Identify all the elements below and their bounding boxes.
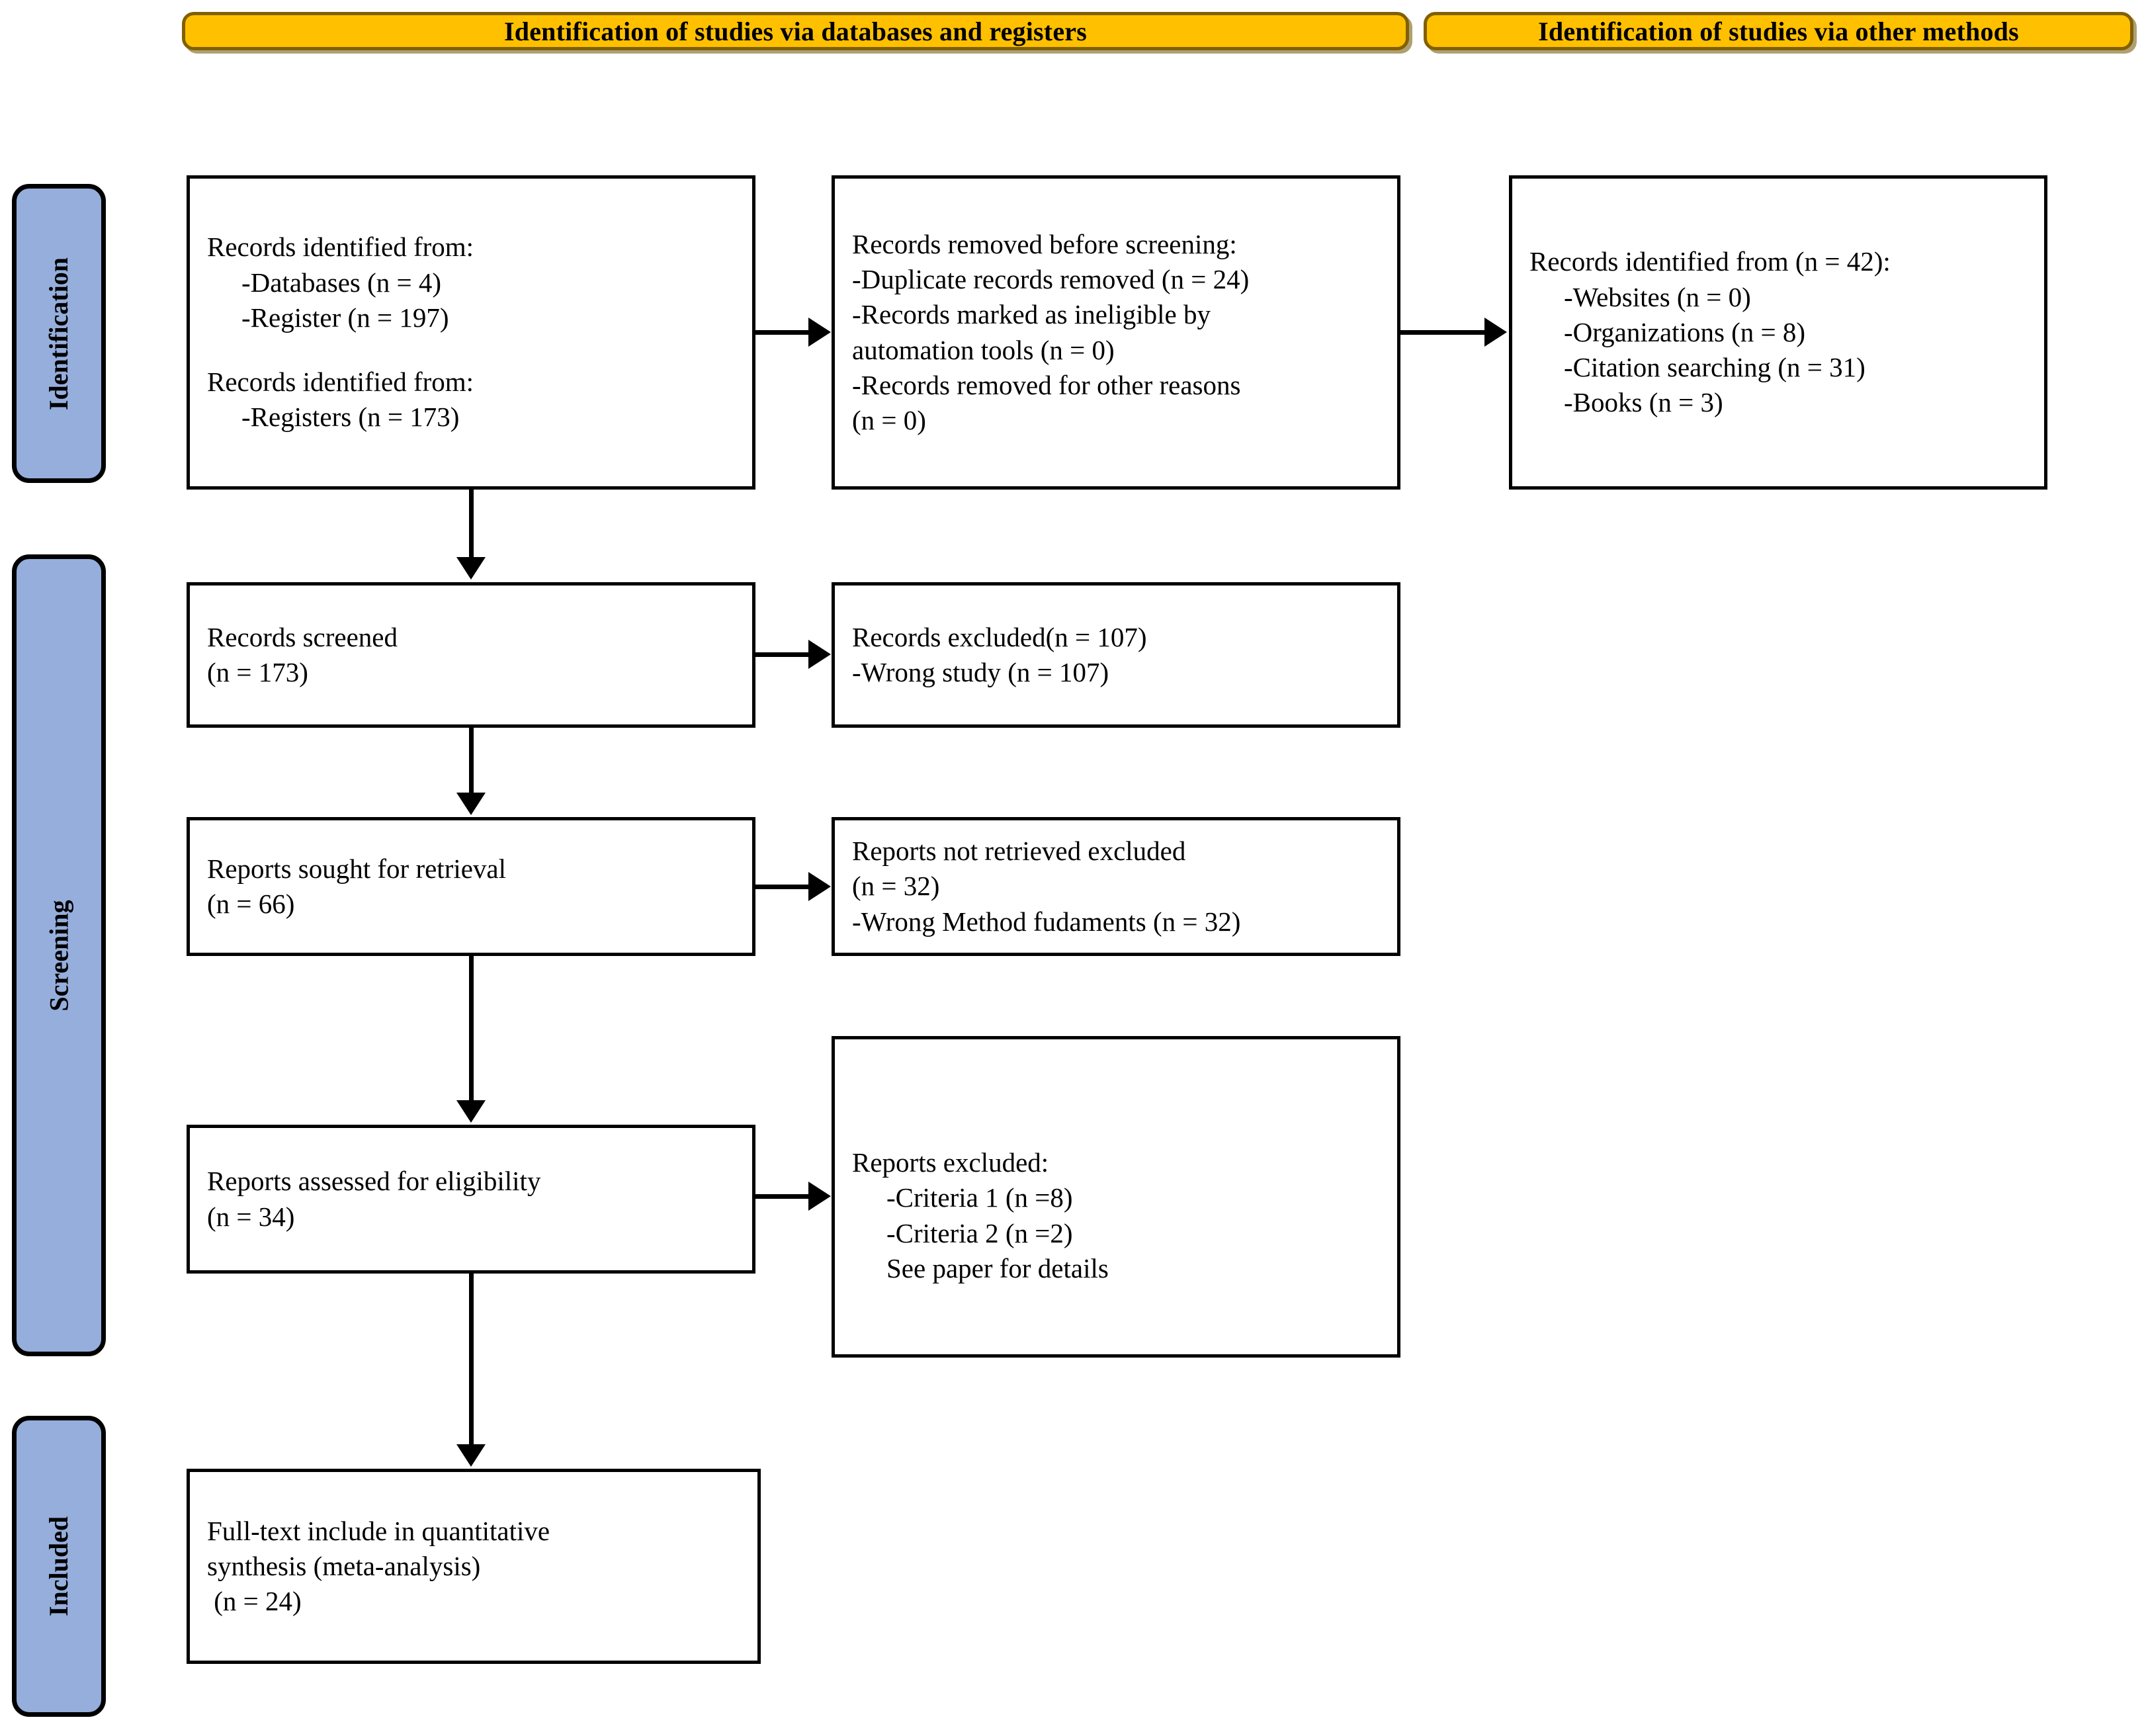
records-screened-line-2: (n = 173) [207, 657, 308, 687]
box-reports-excluded: Reports excluded: -Criteria 1 (n =8) -Cr… [832, 1036, 1400, 1358]
arrowhead-removed-to-other-methods [1484, 318, 1507, 347]
records-removed-heading-em: before screening [1049, 228, 1230, 259]
reports-sought-line-1: Reports sought for retrieval [207, 853, 507, 884]
included-final-line-1: Full-text include in quantitative [207, 1515, 550, 1546]
records-removed-heading: Records removed before screening: [852, 227, 1380, 262]
arrowhead-screened-to-excluded [808, 640, 831, 669]
stage-identification: Identification [12, 184, 106, 483]
connector-identified-to-screened [469, 490, 474, 558]
records-identified-line-5: -Registers (n = 173) [241, 402, 460, 433]
other-methods-line-2: -Websites (n = 0) [1564, 281, 1751, 312]
records-excluded-line-2: -Wrong study (n = 107) [852, 657, 1109, 687]
arrowhead-sought-to-assessed [456, 1100, 486, 1123]
records-removed-line-2: -Records marked as ineligible by [852, 299, 1211, 330]
reports-excluded-line-1: Reports excluded: [852, 1147, 1049, 1178]
records-removed-line-1: -Duplicate records removed (n = 24) [852, 263, 1250, 294]
arrowhead-identified-to-screened [456, 557, 486, 580]
connector-identified-to-removed [755, 330, 811, 335]
header-other-methods: Identification of studies via other meth… [1424, 12, 2133, 50]
arrowhead-screened-to-sought [456, 793, 486, 815]
records-identified-line-2: -Databases (n = 4) [241, 267, 442, 298]
other-methods-line-3: -Organizations (n = 8) [1564, 316, 1806, 347]
connector-assessed-to-excluded [755, 1194, 811, 1199]
connector-sought-to-assessed [469, 956, 474, 1102]
connector-assessed-to-included [469, 1274, 474, 1446]
box-reports-not-retrieved: Reports not retrieved excluded (n = 32) … [832, 817, 1400, 956]
header-databases-registers: Identification of studies via databases … [182, 12, 1409, 50]
box-records-screened: Records screened (n = 173) [187, 582, 755, 728]
other-methods-line-4: -Citation searching (n = 31) [1564, 352, 1865, 383]
other-methods-line-1: Records identified from (n = 42): [1529, 246, 1891, 277]
records-excluded-line-1: Records excluded(n = 107) [852, 621, 1147, 652]
box-records-identified: Records identified from: -Databases (n =… [187, 175, 755, 490]
records-screened-line-1: Records screened [207, 621, 398, 652]
box-other-methods-identified: Records identified from (n = 42): -Websi… [1509, 175, 2047, 490]
included-final-line-3: (n = 24) [207, 1586, 302, 1617]
stage-screening: Screening [12, 554, 106, 1356]
arrowhead-assessed-to-included [456, 1444, 486, 1467]
reports-sought-line-2: (n = 66) [207, 889, 295, 919]
records-removed-line-4: -Records removed for other reasons [852, 369, 1241, 400]
reports-excluded-line-4: See paper for details [886, 1252, 1109, 1283]
arrowhead-sought-to-not-retrieved [808, 872, 831, 901]
connector-removed-to-other-methods [1400, 330, 1486, 335]
included-final-line-2: synthesis (meta-analysis) [207, 1550, 481, 1581]
box-records-excluded: Records excluded(n = 107) -Wrong study (… [832, 582, 1400, 728]
box-reports-sought: Reports sought for retrieval (n = 66) [187, 817, 755, 956]
box-reports-assessed: Reports assessed for eligibility (n = 34… [187, 1125, 755, 1274]
records-removed-line-3: automation tools (n = 0) [852, 334, 1115, 365]
box-included-final: Full-text include in quantitative synthe… [187, 1469, 761, 1664]
connector-screened-to-sought [469, 728, 474, 794]
records-removed-heading-a: Records removed [852, 228, 1050, 259]
reports-assessed-line-1: Reports assessed for eligibility [207, 1166, 541, 1197]
reports-not-retrieved-line-3: -Wrong Method fudaments (n = 32) [852, 906, 1241, 937]
connector-sought-to-not-retrieved [755, 885, 811, 889]
header-databases-registers-label: Identification of studies via databases … [503, 16, 1087, 46]
header-other-methods-label: Identification of studies via other meth… [1538, 16, 2019, 46]
arrowhead-assessed-to-excluded [808, 1182, 831, 1211]
records-removed-line-5: (n = 0) [852, 405, 926, 436]
stage-identification-label: Identification [44, 257, 74, 410]
records-identified-spacer [207, 335, 735, 365]
stage-screening-label: Screening [44, 899, 74, 1012]
records-identified-line-1: Records identified from: [207, 232, 474, 263]
box-records-removed: Records removed before screening: -Dupli… [832, 175, 1400, 490]
records-removed-heading-c: : [1229, 228, 1237, 259]
stage-included-label: Included [44, 1516, 74, 1617]
stage-included: Included [12, 1416, 106, 1717]
reports-assessed-line-2: (n = 34) [207, 1201, 295, 1232]
reports-not-retrieved-line-2: (n = 32) [852, 871, 940, 902]
records-identified-line-3: -Register (n = 197) [241, 302, 449, 333]
reports-excluded-line-3: -Criteria 2 (n =2) [886, 1217, 1073, 1248]
reports-not-retrieved-line-1: Reports not retrieved excluded [852, 836, 1186, 867]
reports-excluded-line-2: -Criteria 1 (n =8) [886, 1182, 1073, 1213]
other-methods-line-5: -Books (n = 3) [1564, 387, 1723, 418]
records-identified-line-4: Records identified from: [207, 367, 474, 398]
connector-screened-to-excluded [755, 652, 811, 657]
arrowhead-identified-to-removed [808, 318, 831, 347]
